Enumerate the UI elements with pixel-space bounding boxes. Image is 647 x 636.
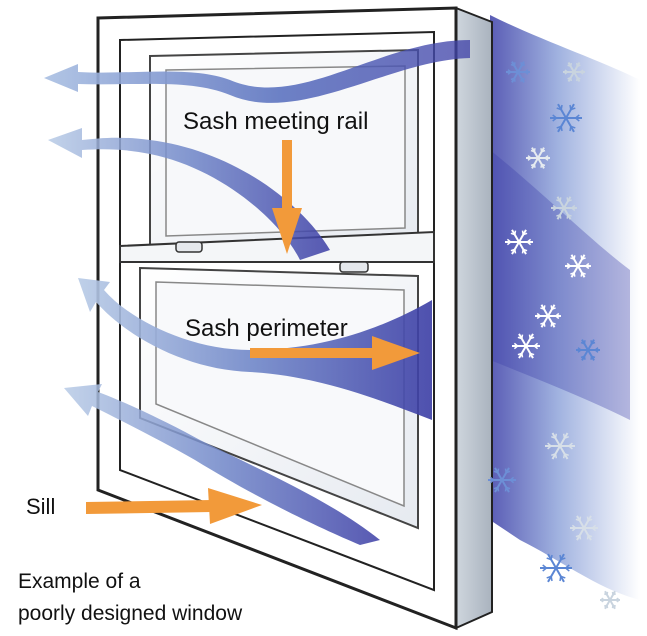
sash-meeting-rail-label: Sash meeting rail — [183, 108, 369, 135]
snowflake-icon — [600, 590, 620, 610]
snowflake-icon — [551, 196, 577, 220]
snowflake-icon — [550, 103, 582, 133]
snowflake-icon — [570, 515, 598, 541]
sash-perimeter-label: Sash perimeter — [185, 315, 348, 342]
sill-pointer-arrow — [86, 488, 262, 524]
snowflake-icon — [535, 304, 561, 328]
airflow-leak-perimeter — [78, 278, 432, 420]
caption-line-2: poorly designed window — [18, 602, 243, 625]
sash-lock-left — [175, 241, 203, 253]
snowflake-icon — [540, 553, 572, 583]
snowflake-icon — [563, 61, 585, 83]
meeting-rail-pointer-arrow — [272, 140, 302, 254]
sill-label: Sill — [26, 494, 56, 519]
snowflake-icon — [565, 254, 591, 278]
snowflake-icon — [526, 147, 550, 169]
snowflake-icon — [506, 61, 530, 83]
airflow-leak-sill — [64, 384, 380, 545]
snowflake-group — [488, 61, 620, 610]
airflow-leak-top — [44, 40, 470, 103]
outside-cold-air — [490, 15, 640, 600]
sash-lock-right — [339, 261, 369, 273]
airflow-leak-rail — [48, 128, 330, 260]
diagram-caption: Example of a poorly designed window — [18, 566, 242, 630]
caption-line-1: Example of a — [18, 570, 141, 593]
snowflake-icon — [488, 467, 516, 493]
window-frame-side — [455, 6, 493, 630]
snowflake-icon — [512, 333, 540, 359]
snowflake-icon — [576, 339, 600, 361]
perimeter-pointer-arrow — [250, 336, 420, 370]
snowflake-icon — [505, 229, 533, 255]
snowflake-icon — [545, 432, 575, 460]
sash-meeting-rail — [119, 230, 435, 273]
